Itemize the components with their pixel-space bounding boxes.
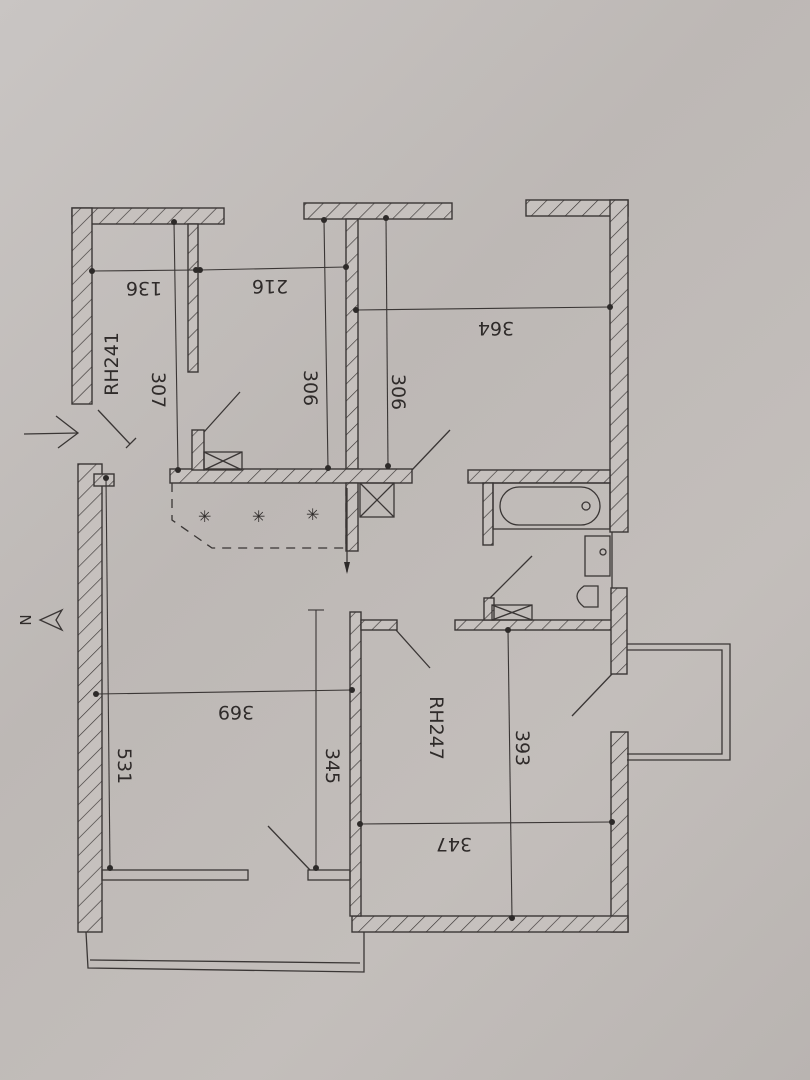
shaft-2 [359,482,395,518]
terrace-inner-line [89,959,361,964]
shafts [203,451,533,621]
bathtub [499,486,601,526]
wall-partition [187,223,199,373]
toilet [576,585,599,608]
dim-216: 216 [252,275,288,297]
door-top-right [411,429,451,471]
north-indicator: N [16,608,64,632]
wall-mid-horizontal [169,468,413,484]
door-entrance [97,409,131,445]
entrance-arrow [23,415,80,449]
shaft-3 [491,604,533,621]
dim-393: 393 [511,730,533,766]
walls [71,199,629,933]
north-label: N [16,614,34,625]
burner-icon: ✳ [252,507,265,526]
wall-bathroom-top [467,469,611,484]
wall-bottom-right-stub [360,619,398,631]
dim-347: 347 [436,833,472,855]
dim-306-a: 306 [299,370,321,406]
door-top-left [203,391,241,433]
dim-531: 531 [113,748,135,784]
wall-bathroom-left [482,482,494,546]
outlines [85,532,731,973]
burner-icon: ✳ [306,505,319,524]
bathroom-fixtures [492,482,611,608]
dim-307: 307 [147,372,169,408]
wall-bottom [351,915,629,933]
wall-right-mid [610,587,628,675]
window-living-right [307,869,351,881]
dim-345: 345 [321,748,343,784]
wall-bathroom-door-jamb [483,597,495,621]
dimension-lines [89,215,615,921]
wall-bottom-right-left [349,611,362,917]
burner-icon: ✳ [198,507,211,526]
wall-right-upper [609,199,629,533]
wall-bathroom-bottom [454,619,614,631]
north-arrow-icon [38,608,64,632]
door-balcony [571,673,613,717]
labels: 136 216 RH241 307 306 306 364 369 531 34… [101,275,533,855]
door-bottom-right [395,629,431,669]
room-code-rh247: RH247 [425,696,447,760]
sink [584,535,611,577]
door-living [267,825,311,871]
door-stop [125,437,137,449]
door-bathroom [489,555,533,599]
wall-left-upper [71,207,93,405]
wall-left-lower [77,463,103,933]
wall-door-jamb [191,429,205,471]
dim-369: 369 [218,701,254,723]
dim-136: 136 [126,277,162,299]
doors [97,391,613,871]
wall-top-middle [303,202,453,220]
wall-top-left [71,207,225,225]
room-code-rh241: RH241 [101,332,123,396]
balcony-inner [627,649,723,755]
wall-kitchen-vertical [345,482,359,552]
kitchen-counter: ✳ ✳ ✳ [171,483,350,574]
arrow-down-icon [344,562,350,574]
terrace-outline [85,931,365,973]
shaft-1 [203,451,243,471]
dim-306-b: 306 [387,374,409,410]
window-living-left [101,869,249,881]
balcony-outline [627,643,731,761]
dim-364: 364 [478,317,514,339]
wall-right-lower [610,731,629,933]
wall-top-divider [345,218,359,470]
